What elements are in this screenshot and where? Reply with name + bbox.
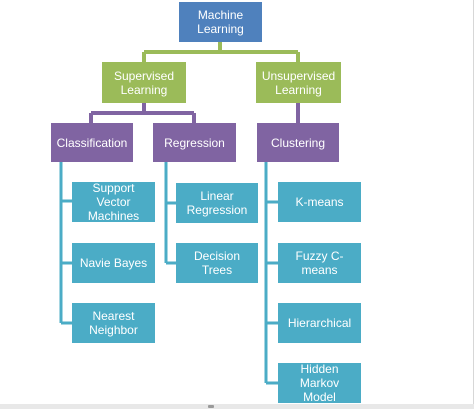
leaf-decision-trees: Decision Trees	[176, 243, 258, 283]
root-connectors	[142, 42, 300, 62]
leaf-support-vector-machines: Support Vector Machines	[72, 181, 155, 223]
leaf-hierarchical: Hierarchical	[278, 303, 361, 343]
node-machine-learning: Machine Learning	[179, 2, 262, 42]
leaf-linear-regression: Linear Regression	[176, 183, 258, 223]
leaf-fuzzy-c-means: Fuzzy C-means	[278, 243, 361, 283]
node-regression: Regression	[153, 123, 236, 162]
node-clustering: Clustering	[257, 123, 339, 162]
horizontal-scrollbar-track[interactable]	[0, 404, 474, 409]
leaf-connectors	[59, 162, 278, 385]
leaf-nearest-neighbor: Nearest Neighbor	[72, 303, 155, 343]
node-supervised-learning: Supervised Learning	[102, 62, 186, 103]
leaf-k-means: K-means	[278, 182, 361, 222]
level2-connectors	[89, 103, 300, 123]
node-unsupervised-learning: Unsupervised Learning	[256, 62, 341, 103]
leaf-hidden-markov-model: Hidden Markov Model	[278, 362, 361, 404]
node-classification: Classification	[51, 123, 133, 162]
leaf-navie-bayes: Navie Bayes	[72, 243, 155, 283]
scrollbar-grip-icon[interactable]	[208, 405, 214, 408]
